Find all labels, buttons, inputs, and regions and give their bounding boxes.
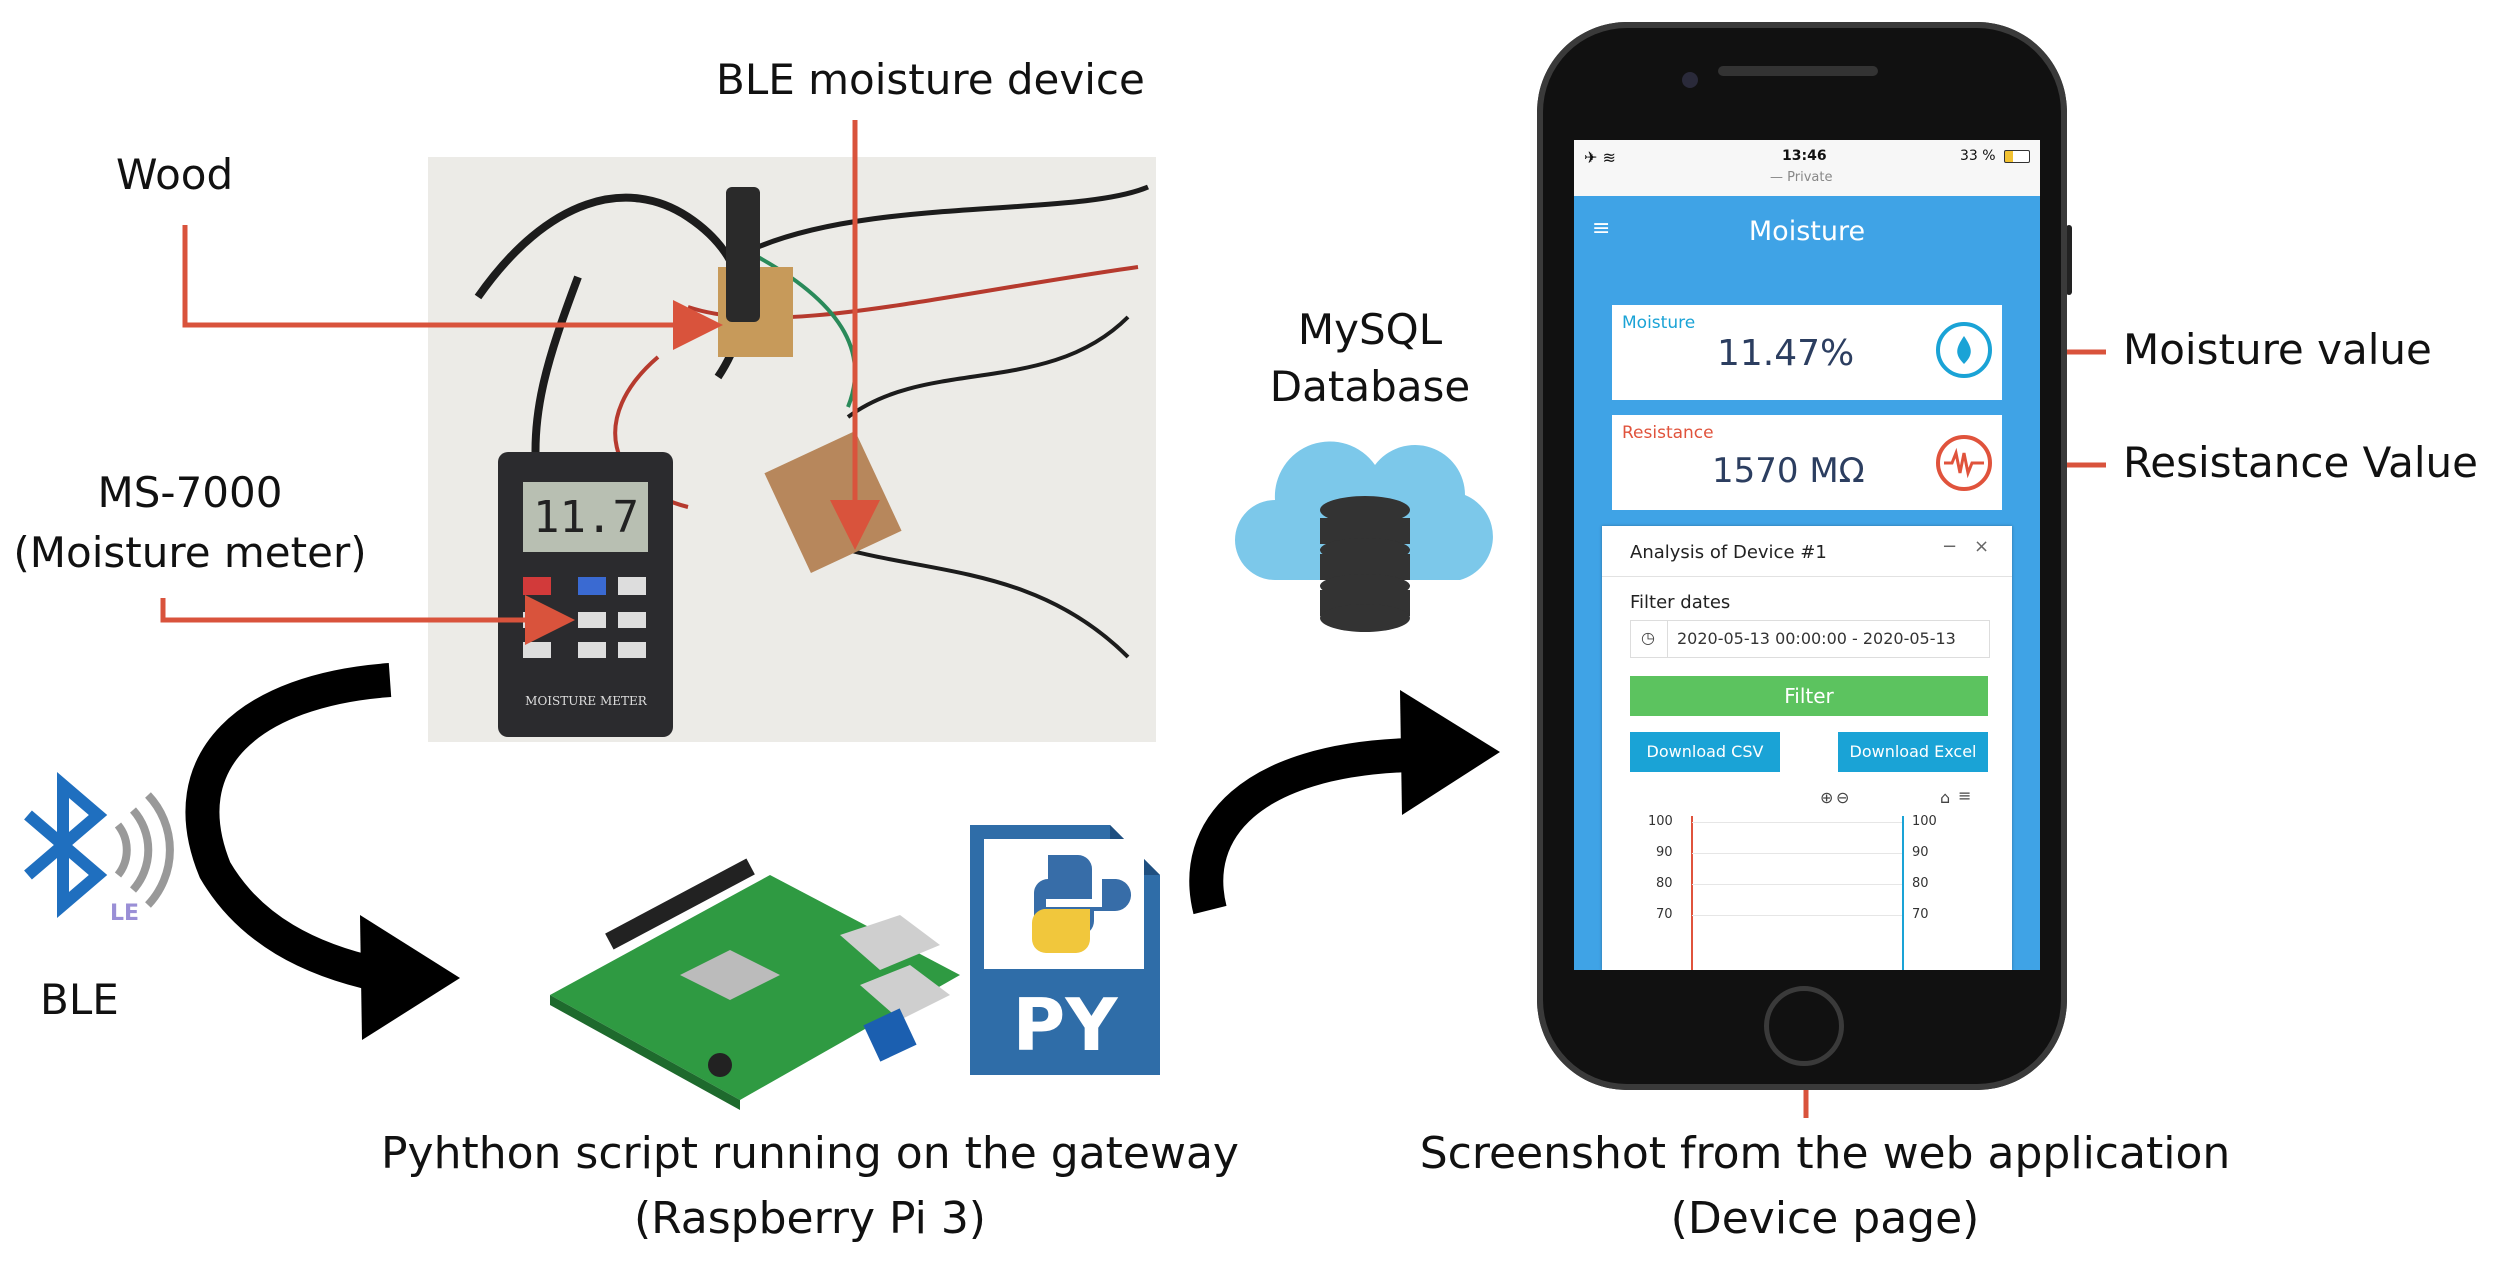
phone-side-button (2066, 225, 2072, 295)
date-range-value: 2020-05-13 00:00:00 - 2020-05-13 (1677, 629, 1956, 648)
panel-divider (1602, 576, 2012, 577)
mysql-label-line1: MySQL (1297, 305, 1443, 354)
y-tick-left: 70 (1656, 907, 1673, 922)
date-range-field[interactable]: ◷ 2020-05-13 00:00:00 - 2020-05-13 (1630, 620, 1990, 658)
phone-camera (1682, 72, 1698, 88)
water-drop-gauge-icon (1934, 320, 1994, 380)
clock-icon: ◷ (1641, 628, 1655, 647)
ble-to-gateway-arrowhead (360, 915, 460, 1040)
wood-arrow (182, 225, 723, 350)
meter-brand: MOISTURE METER (525, 694, 648, 708)
battery-icon (2004, 150, 2030, 163)
resistance-wave-icon (1934, 433, 1994, 493)
lab-photo: 11.7 MOISTURE METER (428, 157, 1156, 742)
filter-button[interactable]: Filter (1630, 676, 1988, 716)
y-tick-left: 80 (1656, 876, 1673, 891)
download-csv-button[interactable]: Download CSV (1630, 732, 1780, 772)
resistance-reading: 1570 MΩ (1712, 451, 1865, 491)
resistance-card-label: Resistance (1622, 423, 1714, 443)
ble-to-gateway-curve (185, 663, 392, 992)
status-time: 13:46 (1782, 148, 1827, 164)
status-private: — Private (1770, 170, 1833, 185)
chart-grid-100 (1692, 822, 1902, 823)
python-file-drawing: PY (970, 825, 1160, 1075)
zoom-out-icon[interactable]: ⊖ (1836, 788, 1850, 807)
moisture-card: Moisture 11.47% (1612, 305, 2002, 400)
minimize-icon[interactable]: − (1942, 536, 1958, 557)
raspberry-pi-drawing (550, 858, 960, 1110)
gateway-to-app-arrowhead (1400, 690, 1500, 815)
ble-device-label: BLE moisture device (716, 55, 1145, 104)
phone-screen: ✈ ≋ 13:46 — Private 33 % ≡ Moisture Mois… (1574, 140, 2040, 970)
raspberry-pi-image (540, 855, 980, 1115)
y-tick-right: 90 (1912, 845, 1929, 860)
app-bar: ≡ Moisture (1574, 196, 2040, 268)
screenshot-label-line2: (Device page) (1670, 1193, 1980, 1244)
meter-label-line2: (Moisture meter) (13, 528, 367, 577)
chart-axis-right (1902, 816, 1904, 970)
close-icon[interactable]: × (1974, 536, 1990, 557)
y-tick-right: 100 (1912, 814, 1937, 829)
resistance-value-label: Resistance Value (2123, 438, 2479, 487)
bluetooth-icon: LE (18, 770, 188, 930)
y-tick-left: 100 (1648, 814, 1673, 829)
python-file-icon: PY (970, 825, 1160, 1075)
y-tick-right: 80 (1912, 876, 1929, 891)
wood-label: Wood (116, 150, 234, 199)
hamburger-menu-icon[interactable]: ≡ (1592, 216, 1611, 241)
gateway-label-line1: Pyhthon script running on the gateway (381, 1128, 1239, 1179)
cloud-database-icon (1235, 430, 1500, 650)
moisture-card-label: Moisture (1622, 313, 1696, 333)
phone-home-button[interactable] (1764, 986, 1844, 1066)
panel-title: Analysis of Device #1 (1630, 542, 1827, 563)
meter-arrow (160, 595, 575, 645)
bluetooth-drawing: LE (24, 771, 174, 926)
download-excel-button[interactable]: Download Excel (1838, 732, 1988, 772)
moisture-reading: 11.47% (1717, 333, 1855, 374)
airplane-wifi-icon: ✈ ≋ (1584, 148, 1616, 167)
menu-icon[interactable]: ≡ (1958, 786, 1972, 805)
screenshot-label-line1: Screenshot from the web application (1419, 1128, 2231, 1179)
chart-grid-70 (1692, 915, 1902, 916)
cloud-database-drawing (1235, 441, 1493, 632)
meter-display: 11.7 (533, 492, 639, 543)
gateway-label-line2: (Raspberry Pi 3) (634, 1193, 986, 1244)
chart-axis-left (1691, 816, 1693, 970)
home-icon[interactable]: ⌂ (1940, 788, 1951, 807)
zoom-in-icon[interactable]: ⊕ (1820, 788, 1834, 807)
app-title: Moisture (1748, 216, 1866, 247)
ble-le-text: LE (110, 901, 139, 926)
mysql-label-line2: Database (1269, 362, 1471, 411)
gateway-to-app-curve (1189, 738, 1411, 915)
chart-grid-80 (1692, 884, 1902, 885)
resistance-card: Resistance 1570 MΩ (1612, 415, 2002, 510)
chart-grid-90 (1692, 853, 1902, 854)
meter-label-line1: MS-7000 (97, 468, 283, 517)
filter-dates-label: Filter dates (1630, 592, 1731, 613)
ble-label: BLE (40, 975, 119, 1024)
y-tick-right: 70 (1912, 907, 1929, 922)
analysis-panel: Analysis of Device #1 − × Filter dates ◷… (1602, 526, 2012, 970)
phone-speaker (1718, 66, 1878, 76)
status-bar: ✈ ≋ 13:46 — Private 33 % (1574, 140, 2040, 196)
moisture-value-label: Moisture value (2123, 325, 2432, 374)
y-tick-left: 90 (1656, 845, 1673, 860)
status-battery: 33 % (1960, 148, 1996, 164)
python-badge-text: PY (1013, 983, 1119, 1067)
